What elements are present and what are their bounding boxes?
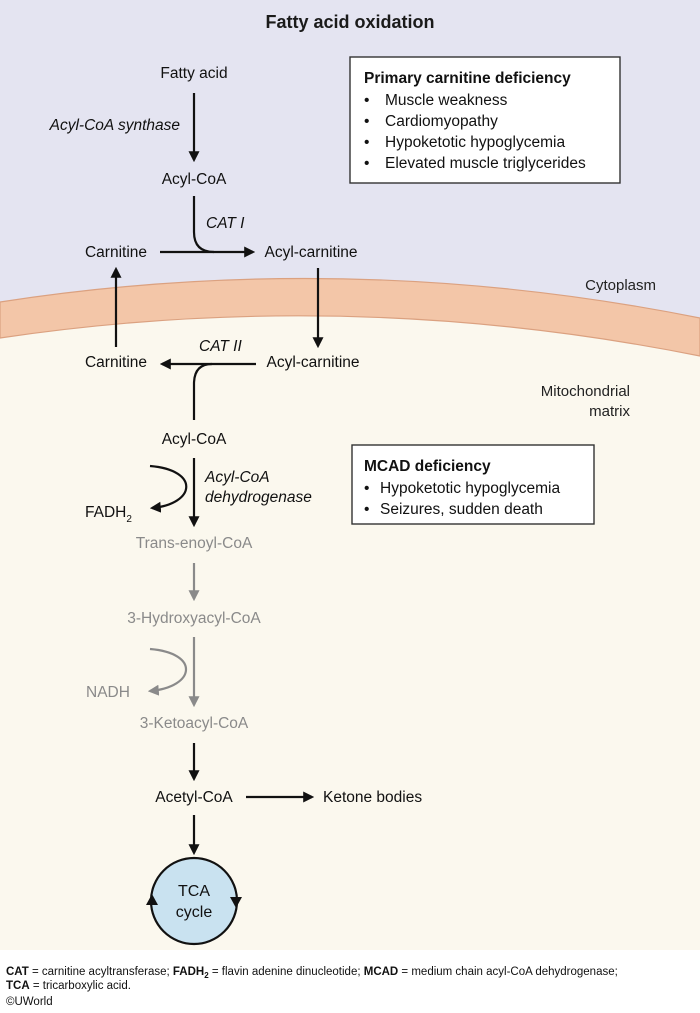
- fadh2-label: FADH2: [85, 504, 132, 525]
- mitochondrial-matrix-label-line2: matrix: [589, 403, 630, 420]
- nadh-curved-arrow: [147, 647, 188, 696]
- footnote-cat-abbr: CAT: [6, 966, 29, 978]
- primary-box-item-4: Elevated muscle triglycerides: [385, 155, 586, 172]
- footnote-fadh2-def: = flavin adenine dinucleotide;: [209, 966, 364, 978]
- acyl-coa-label-1: Acyl-CoA: [162, 171, 227, 188]
- primary-box-bullet-1: •: [364, 92, 369, 109]
- cat2-curved-connector: [192, 362, 213, 420]
- footnote-cat-def: = carnitine acyltransferase;: [29, 966, 173, 978]
- mcad-box-title: MCAD deficiency: [364, 458, 491, 475]
- mcad-box-item-1: Hypoketotic hypoglycemia: [380, 480, 560, 497]
- copyright-label: ©UWorld: [6, 996, 53, 1008]
- fatty-acid-label: Fatty acid: [160, 65, 227, 82]
- mcad-box-bullet-1: •: [364, 480, 369, 497]
- footer-background: [0, 950, 700, 1013]
- fadh2-curved-arrow: [149, 464, 188, 513]
- nadh-label: NADH: [86, 684, 130, 701]
- footnote-line-2: TCA = tricarboxylic acid.: [6, 980, 131, 992]
- cat2-label: CAT II: [199, 338, 242, 355]
- cytoplasm-label: Cytoplasm: [585, 277, 656, 294]
- footnote-mcad-abbr: MCAD: [364, 966, 399, 978]
- footnote-fadh2-abbr: FADH: [173, 966, 204, 978]
- tca-label-line1: TCA: [178, 883, 210, 900]
- tca-label-line2: cycle: [176, 904, 213, 921]
- fadh2-subscript: 2: [126, 514, 132, 525]
- acyl-coa-synthase-label: Acyl-CoA synthase: [49, 117, 181, 134]
- ketoacyl-coa-label: 3-Ketoacyl-CoA: [140, 715, 249, 732]
- footnote-tca-abbr: TCA: [6, 980, 30, 992]
- acyl-carnitine-label-matrix: Acyl-carnitine: [266, 354, 359, 371]
- footnote-mcad-def: = medium chain acyl-CoA dehydrogenase;: [398, 966, 618, 978]
- primary-box-item-3: Hypoketotic hypoglycemia: [385, 134, 565, 151]
- acyl-carnitine-label-cytoplasm: Acyl-carnitine: [264, 244, 357, 261]
- cat1-label: CAT I: [206, 215, 245, 232]
- acyl-coa-dehydrogenase-label-line2: dehydrogenase: [205, 489, 312, 506]
- tca-cycle-arrowhead-right: [230, 897, 242, 908]
- mcad-box-item-2: Seizures, sudden death: [380, 501, 543, 518]
- mcad-deficiency-box: [351, 444, 595, 525]
- acyl-coa-dehydrogenase-label-line1: Acyl-CoA: [204, 469, 270, 486]
- mcad-box-bullet-2: •: [364, 501, 369, 518]
- mitochondrial-membrane: [0, 277, 700, 357]
- acyl-coa-label-2: Acyl-CoA: [162, 431, 227, 448]
- primary-box-bullet-4: •: [364, 155, 369, 172]
- primary-box-item-2: Cardiomyopathy: [385, 113, 498, 130]
- carnitine-label-cytoplasm: Carnitine: [85, 244, 147, 261]
- footnote-tca-def: = tricarboxylic acid.: [30, 980, 131, 992]
- primary-box-bullet-3: •: [364, 134, 369, 151]
- footnote-fadh2-sub: 2: [204, 971, 209, 980]
- primary-box-item-1: Muscle weakness: [385, 92, 508, 109]
- mitochondrial-matrix-label-line1: Mitochondrial: [541, 383, 630, 400]
- hydroxyacyl-coa-label: 3-Hydroxyacyl-CoA: [127, 610, 261, 627]
- tca-cycle-circle: [149, 856, 239, 946]
- footnote-line-1: CAT = carnitine acyltransferase; FADH2 =…: [6, 966, 618, 980]
- primary-box-bullet-2: •: [364, 113, 369, 130]
- primary-box-title: Primary carnitine deficiency: [364, 70, 571, 87]
- primary-carnitine-deficiency-box: [349, 56, 621, 184]
- fadh2-base: FADH: [85, 504, 126, 521]
- diagram-title: Fatty acid oxidation: [265, 12, 434, 32]
- carnitine-label-matrix: Carnitine: [85, 354, 147, 371]
- acetyl-coa-label: Acetyl-CoA: [155, 789, 233, 806]
- trans-enoyl-coa-label: Trans-enoyl-CoA: [136, 535, 253, 552]
- ketone-bodies-label: Ketone bodies: [323, 789, 422, 806]
- tca-cycle-arrowhead-left: [146, 894, 158, 905]
